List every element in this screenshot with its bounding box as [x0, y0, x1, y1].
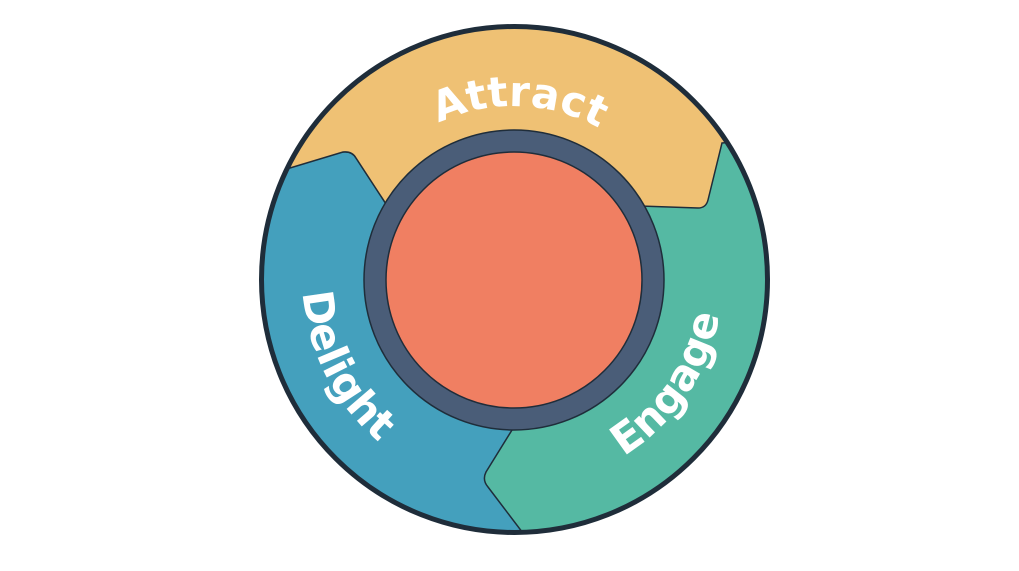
- core-circle: [385, 151, 643, 409]
- outer-border: [259, 24, 770, 535]
